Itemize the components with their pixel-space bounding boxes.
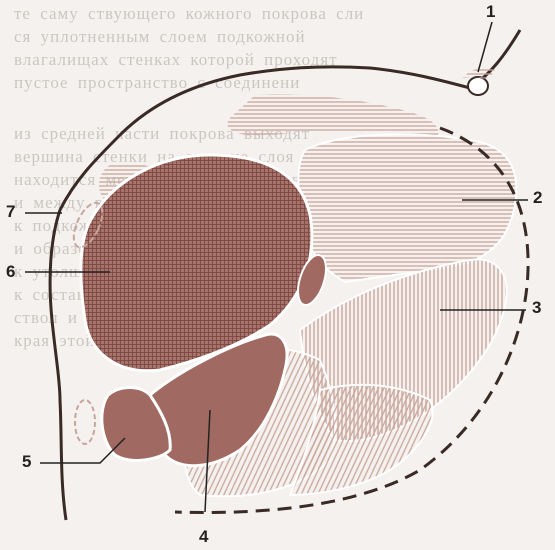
label-6: 6 xyxy=(6,262,15,282)
label-2: 2 xyxy=(533,188,542,208)
upper-fascia-hatch xyxy=(227,94,438,135)
label-7: 7 xyxy=(6,202,15,222)
dashed-oval-lower xyxy=(75,400,95,444)
label-4: 4 xyxy=(199,527,208,547)
leader-1 xyxy=(478,22,492,72)
label-3: 3 xyxy=(532,298,541,318)
label-5: 5 xyxy=(22,452,31,472)
vessel-1 xyxy=(468,77,488,95)
label-1: 1 xyxy=(486,2,495,22)
